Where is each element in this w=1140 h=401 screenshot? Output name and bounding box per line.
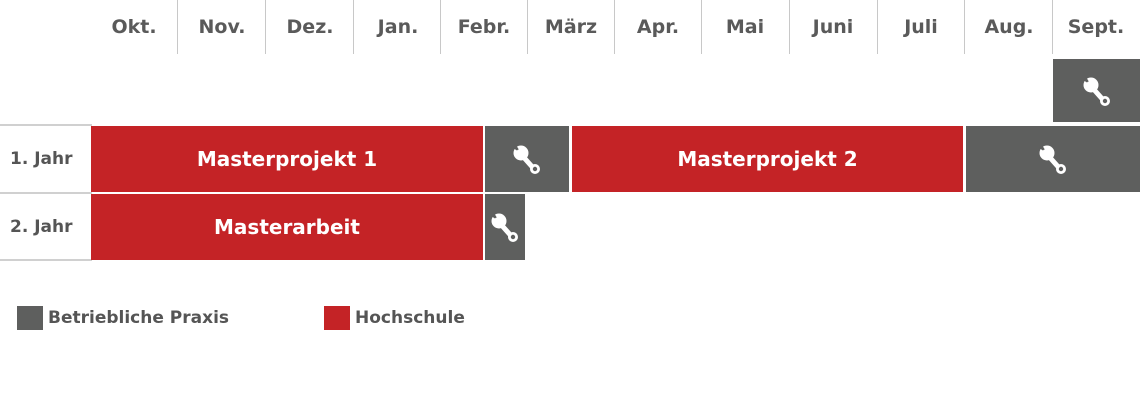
month-divider bbox=[614, 0, 615, 54]
row-divider bbox=[0, 259, 92, 261]
legend-label-praxis: Betriebliche Praxis bbox=[48, 308, 230, 328]
bar-masterarbeit: Masterarbeit bbox=[91, 194, 483, 260]
practice-block-aug-sept bbox=[966, 126, 1140, 192]
wrench-icon bbox=[1039, 145, 1066, 174]
bar-label: Masterarbeit bbox=[214, 215, 360, 239]
practice-block-sept-top bbox=[1053, 59, 1140, 122]
legend-swatch-praxis bbox=[17, 306, 43, 330]
month-febr: Febr. bbox=[457, 16, 511, 38]
row-divider bbox=[0, 124, 92, 126]
month-mai: Mai bbox=[725, 16, 765, 38]
row-divider bbox=[0, 192, 92, 194]
wrench-icon bbox=[491, 213, 518, 242]
month-jan: Jan. bbox=[377, 16, 419, 38]
month-aug: Aug. bbox=[984, 16, 1034, 38]
practice-block-febr-short bbox=[485, 194, 525, 260]
row-label-jahr-2: 2. Jahr bbox=[10, 217, 73, 237]
month-divider bbox=[1052, 0, 1053, 54]
month-apr: Apr. bbox=[636, 16, 680, 38]
bar-label: Masterprojekt 1 bbox=[196, 147, 378, 171]
month-divider bbox=[527, 0, 528, 54]
legend-label-hochschule: Hochschule bbox=[355, 308, 465, 328]
row-label-jahr-1: 1. Jahr bbox=[10, 149, 73, 169]
month-divider bbox=[701, 0, 702, 54]
bar-masterprojekt-1: Masterprojekt 1 bbox=[91, 126, 483, 192]
month-divider bbox=[877, 0, 878, 54]
wrench-icon bbox=[1082, 76, 1110, 106]
bar-masterprojekt-2: Masterprojekt 2 bbox=[572, 126, 963, 192]
month-juni: Juni bbox=[812, 16, 854, 38]
month-divider bbox=[353, 0, 354, 54]
month-divider bbox=[440, 0, 441, 54]
month-dez: Dez. bbox=[286, 16, 334, 38]
month-divider bbox=[964, 0, 965, 54]
month-divider bbox=[265, 0, 266, 54]
month-maerz: März bbox=[544, 16, 598, 38]
month-juli: Juli bbox=[904, 16, 938, 38]
month-divider bbox=[789, 0, 790, 54]
practice-block-febr bbox=[485, 126, 569, 192]
month-sept: Sept. bbox=[1067, 16, 1125, 38]
legend-swatch-hochschule bbox=[324, 306, 350, 330]
month-divider bbox=[177, 0, 178, 54]
bar-label: Masterprojekt 2 bbox=[677, 147, 858, 171]
wrench-icon bbox=[513, 145, 540, 174]
month-okt: Okt. bbox=[111, 16, 157, 38]
month-nov: Nov. bbox=[198, 16, 246, 38]
